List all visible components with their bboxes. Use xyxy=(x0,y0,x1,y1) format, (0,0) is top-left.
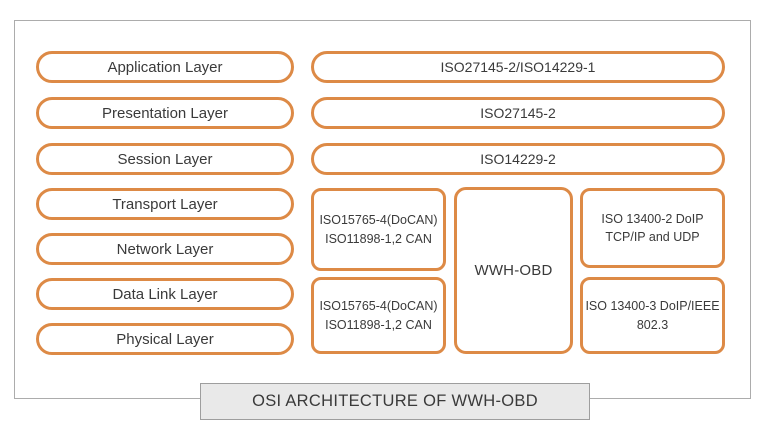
doip-box-lower-line1: ISO 13400-3 DoIP/IEEE xyxy=(585,299,720,314)
osi-layer-presentation: Presentation Layer xyxy=(36,97,294,129)
doip-box-upper-line1: ISO 13400-2 DoIP xyxy=(601,211,704,226)
can-box-upper: ISO15765-4(DoCAN) ISO11898-1,2 CAN xyxy=(311,188,446,271)
diagram-title: OSI ARCHITECTURE OF WWH-OBD xyxy=(252,392,538,410)
osi-layer-network: Network Layer xyxy=(36,233,294,265)
can-box-upper-line2: ISO11898-1,2 CAN xyxy=(325,231,432,246)
can-box-lower-line2: ISO11898-1,2 CAN xyxy=(325,317,432,332)
doip-box-upper-line2: TCP/IP and UDP xyxy=(605,230,700,244)
doip-box-lower-line2: 802.3 xyxy=(636,317,669,332)
osi-layer-physical: Physical Layer xyxy=(36,323,294,355)
wwh-obd-label: WWH-OBD xyxy=(474,261,553,279)
protocol-pill-iso27145-2: ISO27145-2 xyxy=(311,97,725,129)
can-box-lower-line1: ISO15765-4(DoCAN) xyxy=(319,299,438,314)
can-box-upper-line1: ISO15765-4(DoCAN) xyxy=(319,213,438,228)
protocol-pill-iso27145-iso14229: ISO27145-2/ISO14229-1 xyxy=(311,51,725,83)
diagram-caption: OSI ARCHITECTURE OF WWH-OBD xyxy=(200,383,590,420)
diagram-frame: Application Layer Presentation Layer Ses… xyxy=(14,20,751,399)
protocol-pill-iso14229-2: ISO14229-2 xyxy=(311,143,725,175)
osi-layer-datalink: Data Link Layer xyxy=(36,278,294,310)
osi-layer-transport: Transport Layer xyxy=(36,188,294,220)
wwh-obd-box: WWH-OBD xyxy=(454,187,573,354)
osi-layer-session: Session Layer xyxy=(36,143,294,175)
doip-box-lower: ISO 13400-3 DoIP/IEEE 802.3 xyxy=(580,277,725,354)
can-box-lower: ISO15765-4(DoCAN) ISO11898-1,2 CAN xyxy=(311,277,446,354)
doip-box-upper: ISO 13400-2 DoIP TCP/IP and UDP xyxy=(580,188,725,268)
osi-layer-application: Application Layer xyxy=(36,51,294,83)
